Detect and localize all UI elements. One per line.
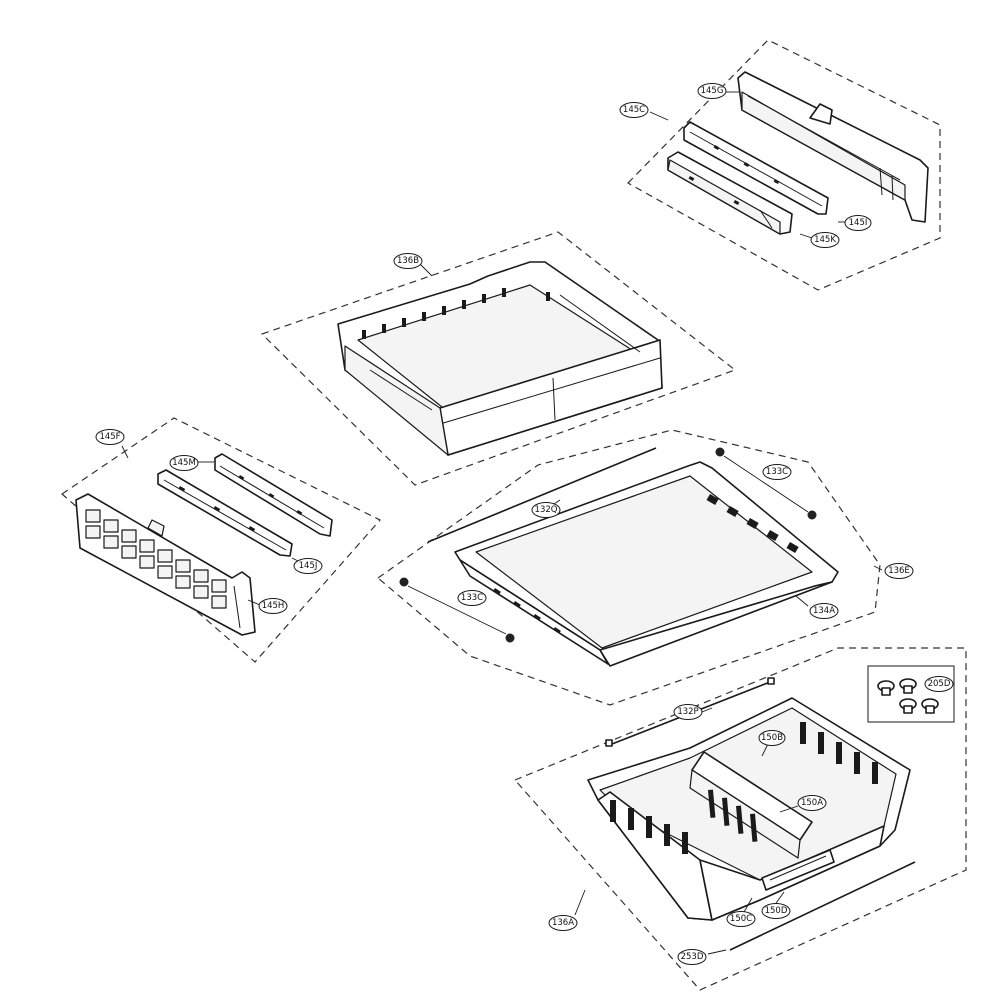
rail-145g (737, 71, 929, 223)
crisper-drawer-136a (587, 697, 911, 921)
svg-text:150D: 150D (765, 906, 788, 916)
group-136b (260, 231, 737, 486)
svg-text:150C: 150C (730, 914, 752, 924)
drawer-136b-vents (362, 288, 550, 339)
rail-145j (157, 469, 293, 557)
fastener-133c-3 (399, 577, 409, 587)
svg-text:145M: 145M (172, 458, 196, 468)
label-145f: 145F (95, 429, 125, 445)
drawer-136b (337, 261, 663, 456)
svg-text:145I: 145I (849, 218, 868, 228)
group-145f (61, 417, 381, 663)
svg-text:150B: 150B (761, 733, 783, 743)
svg-text:150A: 150A (801, 798, 823, 808)
label-136b: 136B (393, 253, 423, 269)
wire-253d (729, 861, 916, 951)
svg-text:136A: 136A (552, 918, 574, 928)
group-145c (627, 39, 941, 291)
label-133c-left: 133C (457, 590, 487, 606)
label-134a: 134A (809, 603, 839, 619)
svg-text:205D: 205D (928, 679, 951, 689)
group-136e (377, 429, 883, 706)
wire-132q (427, 447, 657, 543)
svg-text:145J: 145J (299, 561, 318, 571)
fastener-133c-2 (807, 510, 817, 520)
label-145j: 145J (293, 558, 323, 574)
svg-text:136E: 136E (888, 566, 910, 576)
label-145g: 145G (697, 83, 727, 99)
label-136e: 136E (884, 563, 914, 579)
svg-text:145C: 145C (623, 105, 645, 115)
group-136a-boundary (513, 647, 967, 991)
svg-text:253D: 253D (681, 952, 704, 962)
svg-text:145H: 145H (262, 601, 285, 611)
label-145m: 145M (169, 455, 199, 471)
svg-text:132Q: 132Q (535, 505, 558, 515)
group-136b-boundary (260, 231, 737, 486)
label-132q: 132Q (531, 502, 561, 518)
rail-145h (75, 493, 256, 636)
group-136a (513, 647, 967, 991)
label-133c-top: 133C (762, 464, 792, 480)
rail-145m (214, 453, 333, 537)
group-145c-boundary (627, 39, 941, 291)
rail-145i (683, 121, 829, 215)
fastener-133c-4 (505, 633, 515, 643)
group-136e-boundary (377, 429, 881, 706)
label-205d: 205D (924, 676, 954, 692)
label-150b: 150B (758, 730, 786, 746)
crisper-vents (610, 722, 878, 854)
shelf-134a (454, 461, 839, 667)
svg-text:145G: 145G (701, 86, 724, 96)
fastener-set-205d (867, 665, 955, 723)
label-145h: 145H (258, 598, 288, 614)
label-132p: 132P (673, 704, 703, 720)
fastener-133c-1 (715, 447, 725, 457)
svg-text:136B: 136B (397, 256, 419, 266)
shelf-134a-vents (493, 494, 799, 634)
label-253d: 253D (677, 949, 707, 965)
label-150d: 150D (761, 903, 791, 919)
svg-text:133C: 133C (766, 467, 788, 477)
svg-text:145F: 145F (99, 432, 120, 442)
label-150c: 150C (726, 911, 756, 927)
svg-text:133C: 133C (461, 593, 483, 603)
label-145c: 145C (619, 102, 649, 118)
svg-text:134A: 134A (813, 606, 835, 616)
label-145k: 145K (810, 232, 840, 248)
label-145i: 145I (844, 215, 872, 231)
label-136a: 136A (548, 915, 578, 931)
svg-text:145K: 145K (814, 235, 836, 245)
label-150a: 150A (797, 795, 827, 811)
rail-145k (667, 151, 793, 235)
svg-text:132P: 132P (677, 707, 698, 717)
rail-145h-grid (85, 509, 227, 609)
